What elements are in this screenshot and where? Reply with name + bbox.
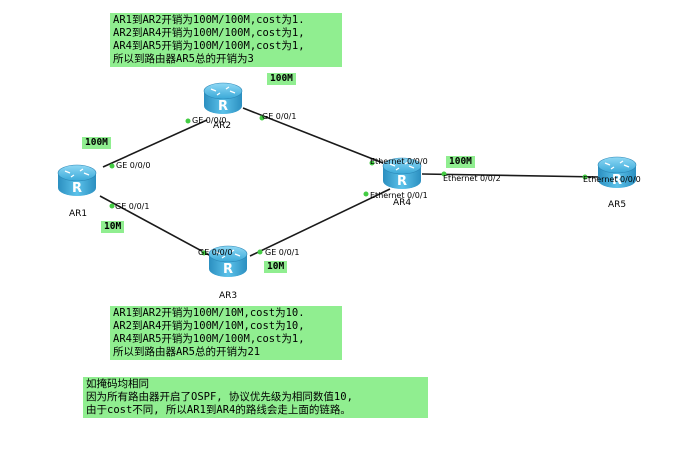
port-label-ar4-right: Ethernet 0/0/2: [443, 174, 501, 183]
note-line: 因为所有路由器开启了OSPF, 协议优先级为相同数值10,: [86, 391, 353, 403]
note-line: AR4到AR5开销为100M/100M,cost为1,: [113, 333, 305, 345]
bandwidth-tag: 10M: [101, 221, 125, 233]
port-label-ar4-top: Ethernet 0/0/0: [370, 157, 428, 166]
port-label-ar2-left: GE 0/0/0: [192, 116, 227, 125]
port-dot: [109, 203, 115, 209]
note-line: AR2到AR4开销为100M/10M,cost为10,: [113, 320, 305, 332]
port-dot: [201, 250, 207, 256]
port-label-ar2-right: GE 0/0/1: [262, 112, 297, 121]
note-line: 如掩码均相同: [86, 378, 149, 390]
port-dot: [259, 115, 265, 121]
note-line: AR2到AR4开销为100M/100M,cost为1,: [113, 27, 305, 39]
port-label-ar5-left: Ethernet 0/0/0: [583, 175, 641, 184]
link-ar1-ar2: [102, 119, 208, 168]
note-line: 所以到路由器AR5总的开销为21: [113, 346, 261, 358]
port-label-ar1-top: GE 0/0/0: [116, 161, 151, 170]
note-line: 所以到路由器AR5总的开销为3: [113, 53, 254, 65]
port-dot: [369, 160, 375, 166]
port-label-ar3-right: GE 0/0/1: [265, 248, 300, 257]
bandwidth-tag: 100M: [446, 156, 475, 168]
note-top-path-cost: AR1到AR2开销为100M/100M,cost为1. AR2到AR4开销为10…: [110, 13, 342, 67]
link-ar1-ar3: [99, 195, 212, 257]
router-ar2-label: AR2: [213, 121, 232, 131]
note-line: 由于cost不同, 所以AR1到AR4的路线会走上面的链路。: [86, 404, 351, 416]
port-label-ar1-bottom: GE 0/0/1: [115, 202, 150, 211]
note-line: AR4到AR5开销为100M/100M,cost为1,: [113, 40, 305, 52]
port-dot: [257, 249, 263, 255]
port-dot: [185, 118, 191, 124]
port-label-ar4-bottom: Ethernet 0/0/1: [370, 191, 428, 200]
note-ospf-explanation: 如掩码均相同 因为所有路由器开启了OSPF, 协议优先级为相同数值10, 由于c…: [83, 377, 428, 418]
bandwidth-tag: 10M: [264, 261, 288, 273]
port-dot: [441, 171, 447, 177]
router-ar3-label: AR3: [219, 291, 238, 301]
note-line: AR1到AR2开销为100M/100M,cost为1.: [113, 14, 305, 26]
link-ar2-ar4: [242, 107, 384, 164]
router-ar2-icon[interactable]: [203, 82, 243, 116]
note-line: AR1到AR2开销为100M/10M,cost为10.: [113, 307, 305, 319]
router-ar1-icon[interactable]: [57, 164, 97, 198]
router-ar4-label: AR4: [393, 198, 412, 208]
link-ar4-ar5: [421, 173, 601, 178]
router-ar1-label: AR1: [69, 209, 88, 219]
port-dot: [109, 163, 115, 169]
link-ar3-ar4: [249, 188, 391, 257]
note-bottom-path-cost: AR1到AR2开销为100M/10M,cost为10. AR2到AR4开销为10…: [110, 306, 342, 360]
port-dot: [363, 191, 369, 197]
bandwidth-tag: 100M: [82, 137, 111, 149]
router-ar5-label: AR5: [608, 200, 627, 210]
bandwidth-tag: 100M: [267, 73, 296, 85]
port-dot: [582, 174, 588, 180]
port-label-ar3-left: GE 0/0/0: [198, 248, 233, 257]
